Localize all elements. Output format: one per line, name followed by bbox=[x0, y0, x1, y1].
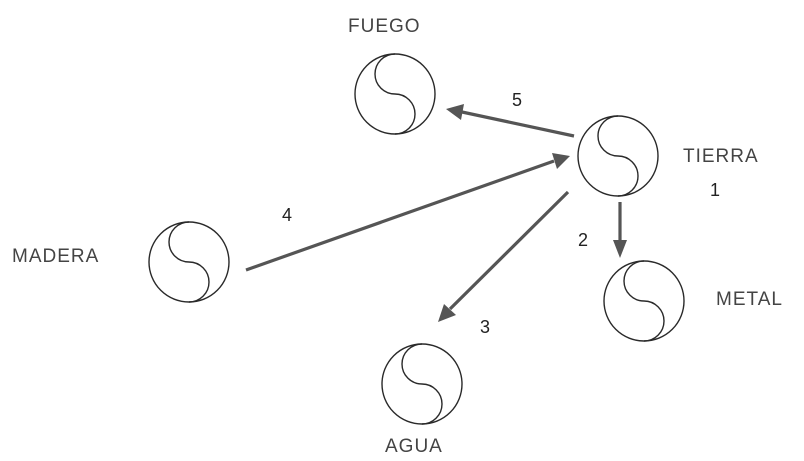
node-label-fuego: FUEGO bbox=[348, 16, 421, 37]
node-fuego: FUEGO bbox=[348, 16, 436, 135]
arrows bbox=[245, 104, 627, 322]
arrow-tierra-to-agua bbox=[448, 190, 570, 311]
yin-yang-curve bbox=[374, 53, 416, 135]
arrowhead-metal bbox=[613, 240, 627, 258]
arrow-madera-to-tierra bbox=[245, 159, 555, 272]
node-metal: METAL bbox=[603, 260, 783, 342]
arrowhead-tierra bbox=[552, 153, 570, 169]
step-label-3: 3 bbox=[480, 317, 490, 337]
node-agua: AGUA bbox=[381, 343, 463, 457]
arrowhead-agua bbox=[438, 304, 456, 322]
node-label-tierra: TIERRA bbox=[683, 146, 759, 167]
node-label-agua: AGUA bbox=[385, 436, 443, 457]
step-label-5: 5 bbox=[512, 90, 522, 110]
yin-yang-curve bbox=[623, 260, 665, 342]
yin-yang-curve bbox=[401, 343, 443, 425]
step-labels: 5 4 1 2 3 bbox=[282, 90, 720, 337]
yin-yang-curve bbox=[168, 221, 210, 303]
arrowhead-fuego bbox=[446, 104, 464, 120]
node-madera: MADERA bbox=[12, 221, 230, 303]
step-label-4: 4 bbox=[282, 205, 292, 225]
arrow-tierra-to-fuego bbox=[461, 110, 575, 138]
node-label-metal: METAL bbox=[716, 289, 783, 310]
step-label-2: 2 bbox=[578, 230, 588, 250]
node-tierra: TIERRA bbox=[577, 115, 759, 197]
step-label-1: 1 bbox=[710, 180, 720, 200]
node-label-madera: MADERA bbox=[12, 246, 99, 267]
yin-yang-curve bbox=[597, 115, 639, 197]
